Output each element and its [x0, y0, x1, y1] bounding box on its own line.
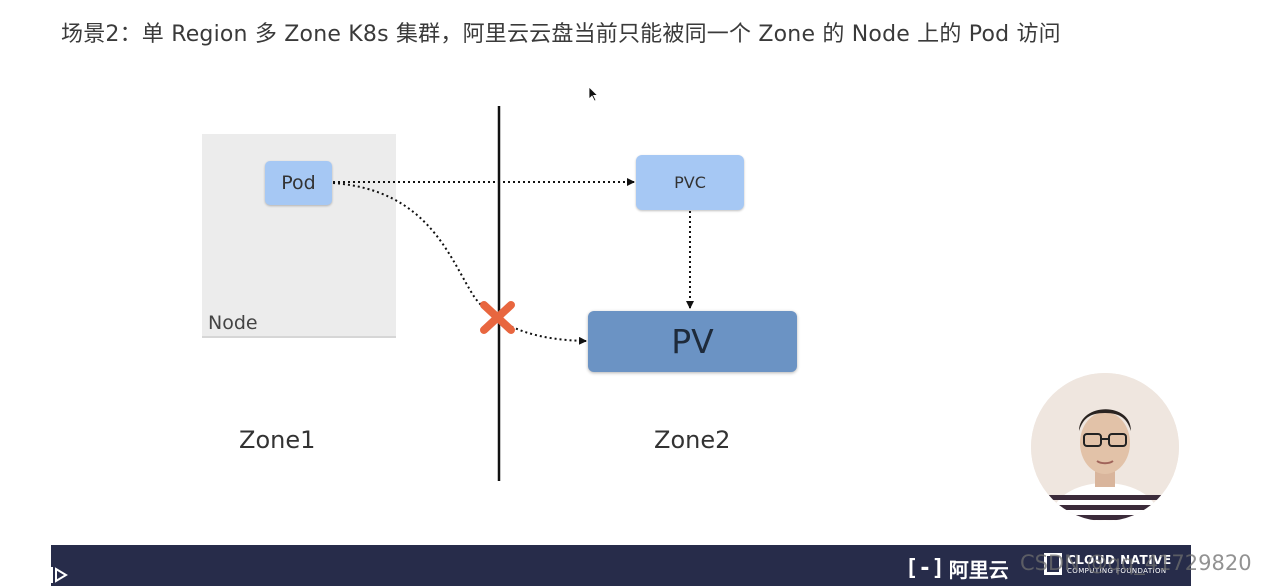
alibaba-cloud-logo: [-] 阿里云 [905, 554, 1009, 582]
pod-to-pv-blocked-arrow [332, 182, 587, 345]
footer-bar [51, 545, 1191, 586]
cncf-line2: COMPUTING FOUNDATION [1067, 566, 1167, 575]
pvc-box: PVC [636, 155, 744, 210]
node-label: Node [208, 312, 258, 334]
csdn-watermark: CSDN @qq_41729820 [1020, 551, 1252, 575]
play-arrow-icon[interactable] [0, 561, 80, 586]
pod-box: Pod [265, 161, 332, 205]
pv-box: PV [588, 311, 797, 372]
presenter-avatar [1031, 373, 1179, 521]
alibaba-cloud-bracket-icon: [-] [905, 555, 945, 581]
zone1-label: Zone1 [239, 426, 316, 454]
mouse-cursor-icon [588, 86, 599, 102]
zone2-label: Zone2 [654, 426, 731, 454]
cncf-line1: CLOUD NATIVE [1067, 552, 1172, 567]
cncf-mark-icon [1044, 553, 1062, 575]
slide-title: 场景2：单 Region 多 Zone K8s 集群，阿里云云盘当前只能被同一个… [61, 22, 1061, 47]
blocked-cross-icon [480, 301, 515, 334]
cncf-logo: CLOUD NATIVE COMPUTING FOUNDATION [1044, 553, 1172, 575]
alibaba-cloud-name: 阿里云 [948, 557, 1009, 582]
